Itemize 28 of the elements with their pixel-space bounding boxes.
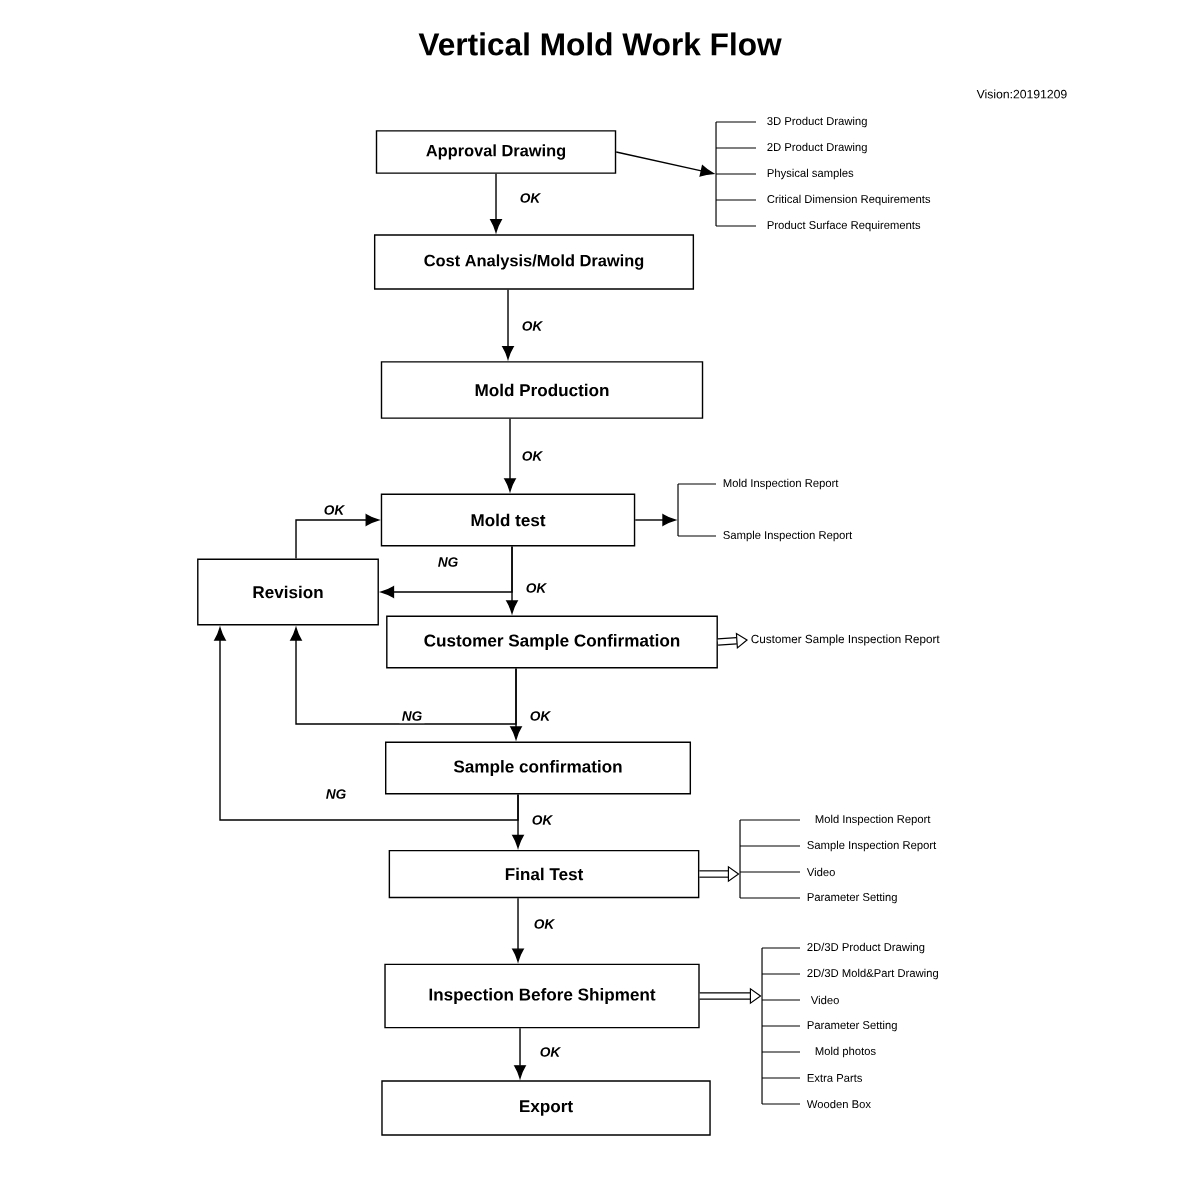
arrow (290, 627, 517, 725)
process-box: Mold test (380, 493, 636, 547)
process-box: Customer Sample Confirmation (386, 615, 718, 669)
title: Vertical Mold Work Flow (418, 32, 782, 56)
arrow (512, 793, 524, 848)
arrow (615, 151, 714, 177)
bracket (761, 947, 801, 1105)
arrow (510, 667, 522, 740)
bracket (677, 483, 717, 537)
arrow (512, 897, 524, 962)
process-box: Approval Drawing (375, 130, 617, 174)
process-box: Export (381, 1080, 711, 1136)
arrow (506, 545, 518, 614)
bracket (715, 121, 757, 227)
arrow (295, 514, 379, 560)
arrow (502, 288, 514, 360)
arrow (214, 627, 519, 821)
process-box: Revision (197, 558, 379, 626)
process-box: Inspection Before Shipment (384, 963, 700, 1029)
arrow (634, 514, 676, 526)
process-box: Cost Analysis/Mold Drawing (373, 234, 695, 290)
arrow (504, 418, 516, 492)
arrow (514, 1027, 526, 1079)
process-box: Final Test (388, 849, 700, 899)
arrow (490, 173, 502, 233)
process-box: Sample confirmation (385, 741, 692, 795)
bracket (739, 819, 801, 899)
process-box: Mold Production (380, 361, 704, 419)
